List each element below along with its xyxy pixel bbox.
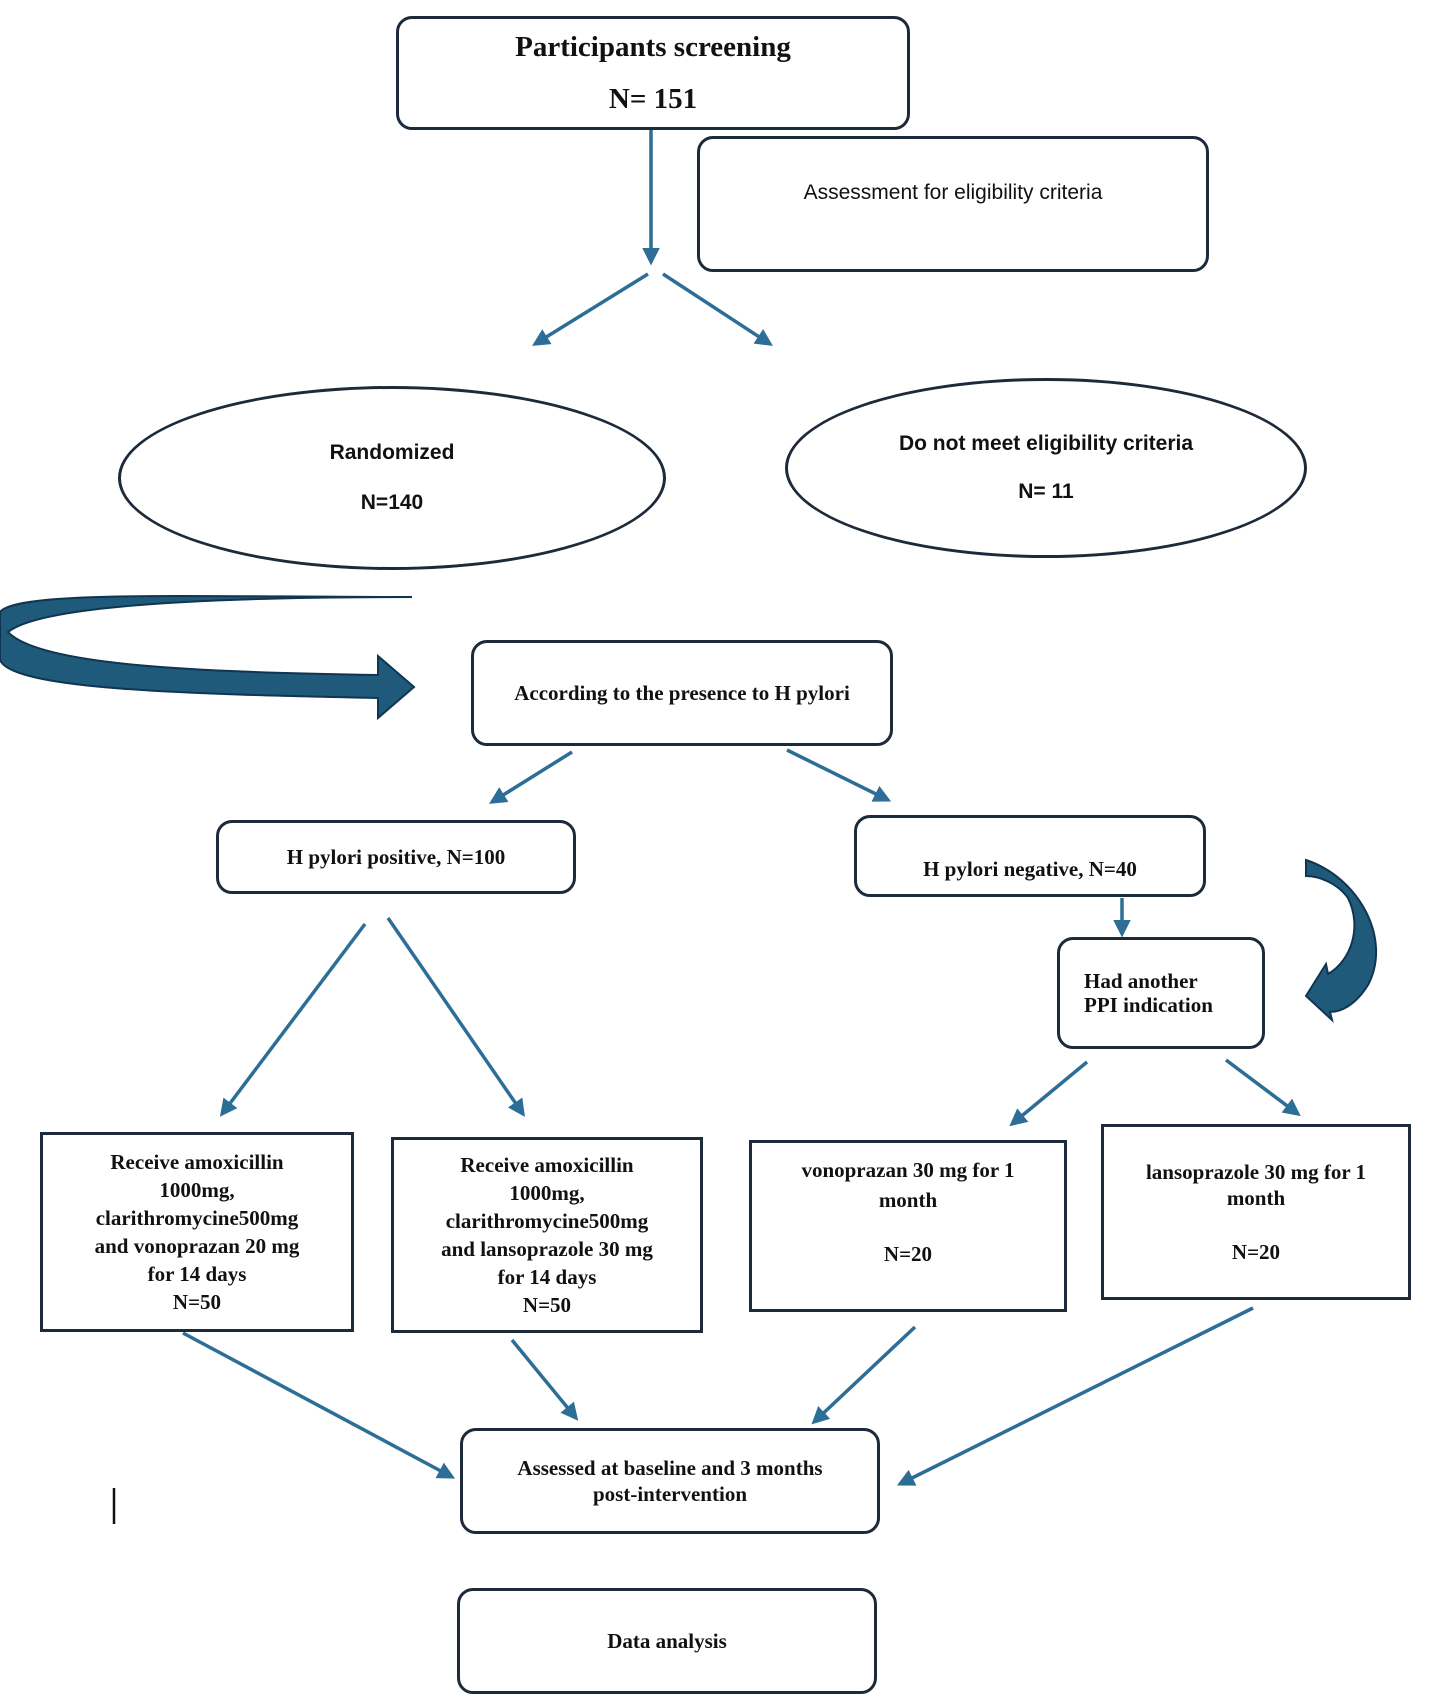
- arm2-count: N=50: [522, 1293, 572, 1317]
- arm-vonoprazan-mono-box: vonoprazan 30 mg for 1 month N=20: [749, 1140, 1067, 1312]
- followup-box: Assessed at baseline and 3 months post-i…: [460, 1428, 880, 1534]
- arm1-count: N=50: [172, 1290, 222, 1314]
- arrow-positive-right: [386, 917, 525, 1117]
- ppi-indication-line1: Had another: [1084, 969, 1198, 993]
- excluded-label: Do not meet eligibility criteria: [898, 432, 1194, 455]
- arm-vonoprazan-triple-box: Receive amoxicillin 1000mg, clarithromyc…: [40, 1132, 354, 1332]
- arm-lansoprazole-mono-box: lansoprazole 30 mg for 1 month N=20: [1101, 1124, 1411, 1300]
- arrow-positive-left: [219, 922, 367, 1117]
- ppi-indication-line2: PPI indication: [1084, 993, 1213, 1017]
- hp-negative-label: H pylori negative, N=40: [923, 857, 1137, 881]
- arm2-line: clarithromycine500mg: [445, 1209, 649, 1233]
- analysis-label: Data analysis: [607, 1628, 727, 1653]
- arrow-arm4-followup: [896, 1306, 1254, 1486]
- arm2-line: Receive amoxicillin: [460, 1153, 634, 1177]
- hp-positive-label: H pylori positive, N=100: [286, 844, 506, 869]
- arm1-line: Receive amoxicillin: [110, 1150, 284, 1174]
- randomized-node: Randomized N=140: [118, 386, 666, 570]
- assessment-box: Assessment for eligibility criteria: [697, 136, 1209, 272]
- arrow-stratify-right: [786, 748, 892, 802]
- randomized-count: N=140: [360, 491, 424, 514]
- arrow-arm3-followup: [811, 1325, 917, 1425]
- arrow-ppi-left: [1009, 1060, 1089, 1127]
- arm1-line: for 14 days: [147, 1262, 247, 1286]
- arm3-line2: month: [878, 1188, 938, 1212]
- arrow-arm1-followup: [182, 1331, 456, 1479]
- excluded-count: N= 11: [1018, 480, 1074, 503]
- screening-box: Participants screening N= 151: [396, 16, 910, 130]
- screening-title: Participants screening: [515, 31, 791, 63]
- arm4-line2: month: [1226, 1186, 1286, 1210]
- arm2-line: and lansoprazole 30 mg: [441, 1237, 653, 1261]
- arrow-split-right: [662, 272, 773, 346]
- arm1-line: 1000mg,: [159, 1178, 235, 1202]
- stratify-box: According to the presence to H pylori: [471, 640, 893, 746]
- arrow-stratify-left: [489, 750, 573, 804]
- arm2-line: 1000mg,: [509, 1181, 585, 1205]
- arm2-line: for 14 days: [497, 1265, 597, 1289]
- assessment-label: Assessment for eligibility criteria: [803, 181, 1103, 204]
- arm1-line: clarithromycine500mg: [95, 1206, 299, 1230]
- arm4-line1: lansoprazole 30 mg for 1: [1145, 1160, 1367, 1184]
- arrow-split-left: [532, 272, 649, 346]
- excluded-node: Do not meet eligibility criteria N= 11: [785, 378, 1307, 558]
- curved-arrow-left-icon: [0, 594, 416, 721]
- followup-line1: Assessed at baseline and 3 months: [517, 1456, 823, 1480]
- arm4-count: N=20: [1231, 1240, 1281, 1264]
- arrow-ppi-right: [1224, 1058, 1301, 1117]
- arm-lansoprazole-triple-box: Receive amoxicillin 1000mg, clarithromyc…: [391, 1137, 703, 1333]
- arrow-arm2-followup: [510, 1338, 579, 1421]
- arm1-line: and vonoprazan 20 mg: [94, 1234, 300, 1258]
- stratify-label: According to the presence to H pylori: [514, 680, 850, 705]
- randomized-label: Randomized: [329, 441, 455, 464]
- curved-arrow-right-icon: [1304, 858, 1378, 1024]
- hp-positive-box: H pylori positive, N=100: [216, 820, 576, 894]
- analysis-box: Data analysis: [457, 1588, 877, 1694]
- ppi-indication-box: Had another PPI indication: [1057, 937, 1265, 1049]
- screening-count: N= 151: [608, 83, 698, 115]
- followup-line2: post-intervention: [593, 1482, 747, 1506]
- arm3-count: N=20: [883, 1242, 933, 1266]
- arm3-line1: vonoprazan 30 mg for 1: [801, 1158, 1015, 1182]
- hp-negative-box: H pylori negative, N=40: [854, 815, 1206, 897]
